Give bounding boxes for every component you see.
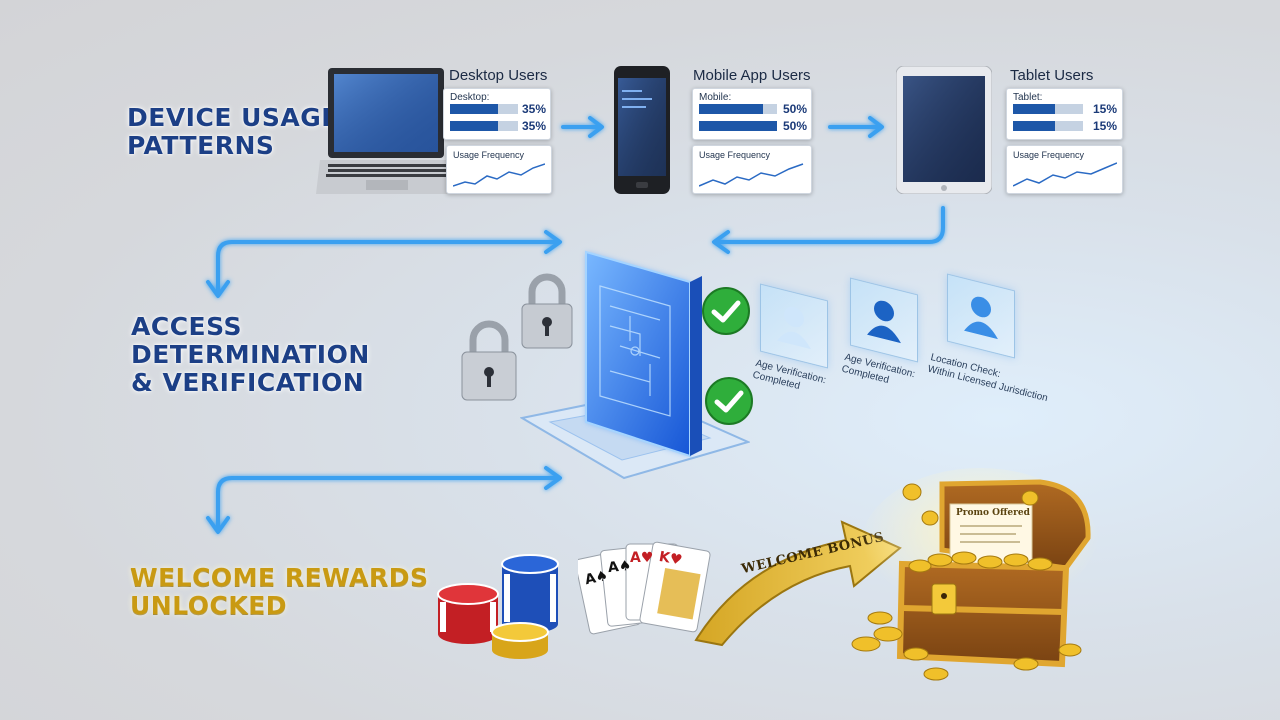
frequency-sparkline xyxy=(699,163,804,187)
bar-fill xyxy=(450,121,498,131)
user-icon xyxy=(964,296,998,340)
arrow-down-left-top xyxy=(206,240,234,298)
playing-cards-icon: A♠ A♠ A♥ K♥ xyxy=(578,541,711,635)
frequency-label: Usage Frequency xyxy=(699,150,771,160)
arrow-mobile-to-tablet xyxy=(828,116,884,138)
frequency-sparkline xyxy=(453,163,545,187)
frequency-label: Usage Frequency xyxy=(1013,150,1085,160)
user-icon xyxy=(867,300,901,344)
title-line: ACCESS xyxy=(131,312,243,341)
mobile-share-percent: 50% xyxy=(783,102,808,116)
arrow-to-verify-bottom xyxy=(230,466,562,490)
bar-fill xyxy=(699,121,777,131)
phone-icon xyxy=(614,66,670,194)
desktop-users-title: Desktop Users xyxy=(449,67,548,84)
svg-text:A♠: A♠ xyxy=(607,558,632,576)
desktop-share-label: Desktop: xyxy=(450,92,490,103)
frequency-sparkline xyxy=(1013,162,1117,187)
mobile-share-label: Mobile: xyxy=(699,92,732,103)
title-line: & VERIFICATION xyxy=(131,368,365,397)
title-line: DETERMINATION xyxy=(131,340,370,369)
verification-card-location xyxy=(947,273,1015,359)
frequency-label: Usage Frequency xyxy=(453,150,525,160)
desktop-frequency-card: Usage Frequency xyxy=(446,145,552,194)
padlock-icon xyxy=(461,320,517,401)
svg-text:A♠: A♠ xyxy=(583,568,609,589)
desktop-share-card: Desktop: 35% 35% xyxy=(443,88,551,140)
verification-terminal xyxy=(520,250,750,480)
desktop-share-bar-2 xyxy=(450,121,518,131)
mobile-users-title: Mobile App Users xyxy=(693,67,811,84)
mobile-share-bar xyxy=(699,104,777,114)
user-icon xyxy=(777,306,811,350)
tablet-users-title: Tablet Users xyxy=(1010,67,1094,84)
padlock-icon xyxy=(521,273,573,349)
title-line: PATTERNS xyxy=(127,131,275,160)
tablet-share-bar xyxy=(1013,104,1083,114)
bar-fill xyxy=(699,104,763,114)
tablet-frequency-card: Usage Frequency xyxy=(1006,145,1123,194)
svg-text:A♥: A♥ xyxy=(630,550,653,566)
verification-card-age xyxy=(760,283,828,369)
access-verification-title: ACCESS DETERMINATION & VERIFICATION xyxy=(131,313,370,397)
mobile-share-percent-2: 50% xyxy=(783,119,808,133)
arrow-to-verify-top xyxy=(230,230,562,254)
svg-text:K♥: K♥ xyxy=(658,549,684,569)
verification-card-age-2 xyxy=(850,277,918,363)
bar-fill xyxy=(1013,121,1055,131)
poker-chips-icon xyxy=(437,554,559,659)
title-line: DEVICE USAGE xyxy=(127,103,339,132)
bar-fill xyxy=(1013,104,1055,114)
desktop-share-percent: 35% xyxy=(522,102,547,116)
mobile-share-card: Mobile: 50% 50% xyxy=(692,88,812,140)
desktop-share-percent-2: 35% xyxy=(522,119,547,133)
tablet-icon xyxy=(896,66,992,194)
title-line: WELCOME REWARDS xyxy=(130,563,429,592)
tablet-share-percent: 15% xyxy=(1093,102,1118,116)
device-usage-title: DEVICE USAGE PATTERNS xyxy=(127,104,339,160)
tablet-share-card: Tablet: 15% 15% xyxy=(1006,88,1123,140)
mobile-frequency-card: Usage Frequency xyxy=(692,145,812,194)
treasure-chest-icon xyxy=(851,468,1100,681)
check-icon xyxy=(705,377,753,425)
tablet-share-bar-2 xyxy=(1013,121,1083,131)
bar-fill xyxy=(450,104,498,114)
tablet-share-label: Tablet: xyxy=(1013,92,1043,103)
tablet-share-percent-2: 15% xyxy=(1093,119,1118,133)
welcome-rewards-title: WELCOME REWARDS UNLOCKED xyxy=(130,564,428,620)
laptop-icon xyxy=(316,68,458,194)
arrow-down-left-bottom xyxy=(206,476,234,534)
mobile-share-bar-2 xyxy=(699,121,777,131)
desktop-share-bar xyxy=(450,104,518,114)
chest-scroll-text: Promo Offered xyxy=(956,508,1030,518)
check-icon xyxy=(702,287,750,335)
arrow-desktop-to-mobile xyxy=(561,116,604,138)
title-line: UNLOCKED xyxy=(130,591,288,620)
arrow-tablet-to-verify xyxy=(712,206,945,254)
